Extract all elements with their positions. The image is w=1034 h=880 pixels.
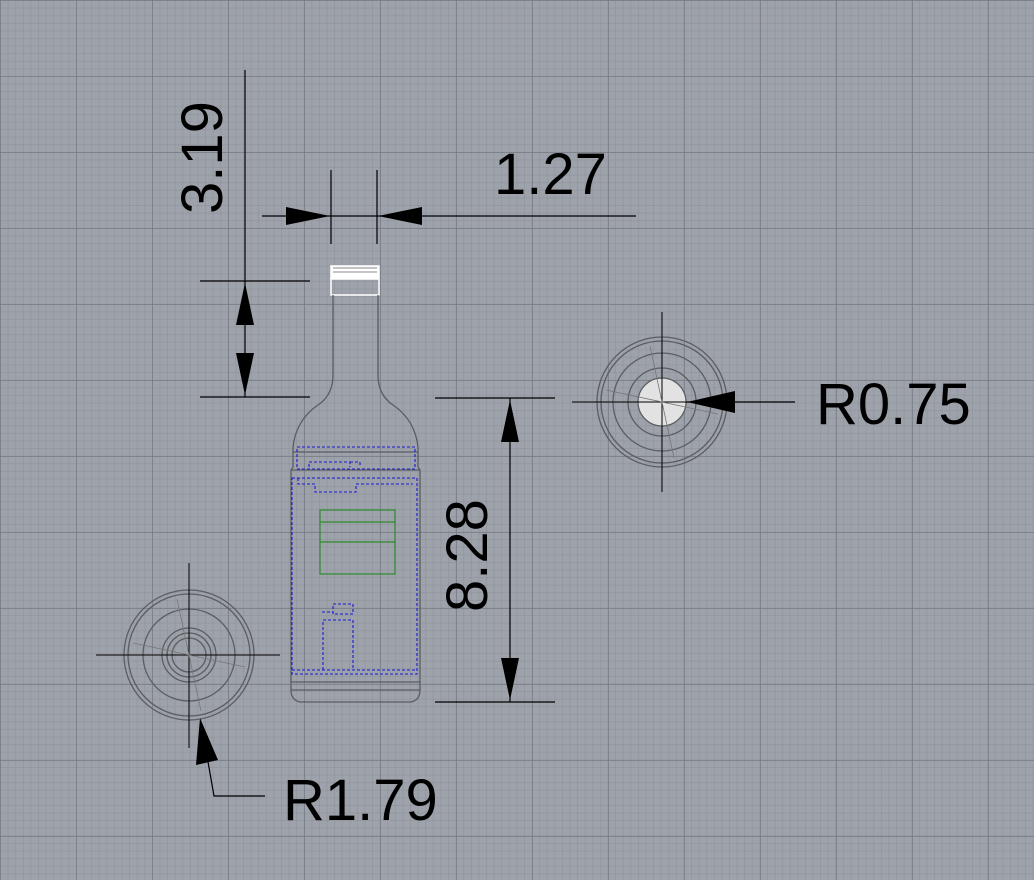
dimension-neck-width[interactable]	[262, 170, 636, 244]
bottle-top-view[interactable]	[572, 312, 728, 492]
bottle-front-view[interactable]	[290, 265, 421, 703]
neck-width-value: 1.27	[494, 142, 607, 207]
neck-height-value: 3.19	[170, 101, 235, 214]
bottle-outline	[290, 295, 421, 703]
body-height-value: 8.28	[435, 499, 500, 612]
dimension-base-radius[interactable]	[196, 718, 265, 797]
bottle-lip	[330, 278, 380, 296]
base-radius-value: R1.79	[283, 768, 438, 833]
dimension-body-height[interactable]	[435, 397, 555, 703]
label-outline	[319, 509, 396, 575]
hidden-geometry	[291, 446, 418, 675]
mouth-radius-value: R0.75	[816, 372, 971, 437]
dimension-mouth-radius[interactable]	[686, 391, 795, 413]
bottle-bottom-view[interactable]	[96, 563, 280, 748]
dimension-neck-height[interactable]	[200, 70, 310, 398]
